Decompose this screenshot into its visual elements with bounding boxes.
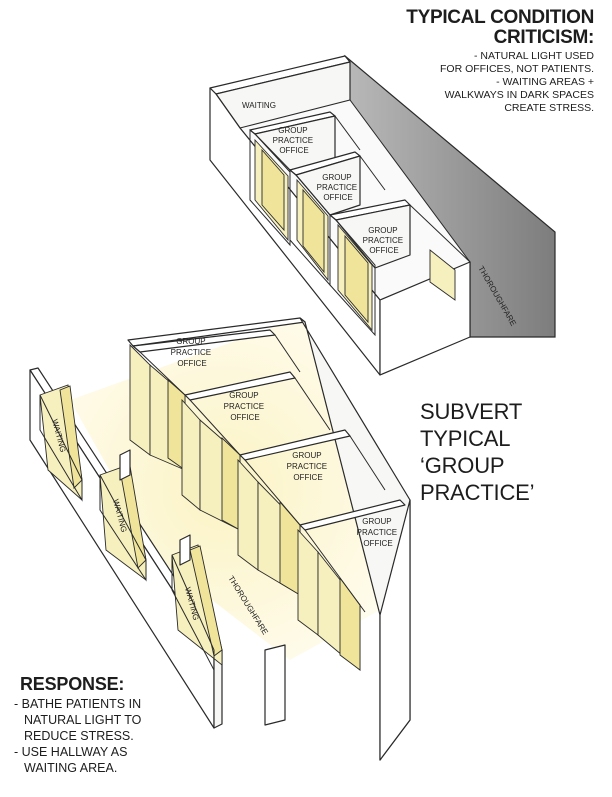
typical-waiting-label: WAITING [242, 101, 276, 110]
criticism-line: - WAITING AREAS + [496, 76, 594, 88]
response-office-2 [181, 371, 331, 531]
typical-office-3 [329, 199, 471, 337]
response-line: REDUCE STRESS. [24, 729, 134, 743]
typical-condition-heading: TYPICAL CONDITION CRITICISM: [406, 7, 594, 48]
criticism-line: - NATURAL LIGHT USED [474, 50, 594, 62]
end-pillar [264, 644, 286, 726]
response-heading: RESPONSE: [20, 674, 125, 694]
response-line: - USE HALLWAY AS [14, 745, 128, 759]
criticism-notes: - NATURAL LIGHT USED FOR OFFICES, NOT PA… [440, 50, 594, 115]
typical-office-1-label: GROUP PRACTICE OFFICE [273, 126, 316, 155]
typical-office-3-label: GROUP PRACTICE OFFICE [363, 226, 406, 255]
response-notes: - BATHE PATIENTS IN NATURAL LIGHT TO RED… [14, 696, 141, 776]
response-line: - BATHE PATIENTS IN [14, 697, 142, 711]
typical-office-2-label: GROUP PRACTICE OFFICE [317, 173, 360, 202]
subvert-heading: SUBVERT TYPICAL ‘GROUP PRACTICE’ [420, 399, 535, 505]
response-diagram: WAITING WAITING WAITING THOROUGHFARE GRO… [29, 317, 411, 761]
response-front-end [379, 499, 411, 761]
waiting-alcove-2 [99, 464, 147, 582]
response-office-2-label: GROUP PRACTICE OFFICE [224, 391, 267, 422]
response-line: WAITING AREA. [24, 761, 118, 775]
response-office-3-label: GROUP PRACTICE OFFICE [287, 451, 330, 482]
criticism-line: CREATE STRESS. [504, 102, 594, 114]
typical-condition-diagram: WAITING THOROUGHFARE GROUP PRACTICE OFFI… [209, 54, 556, 376]
response-office-4 [297, 499, 406, 671]
response-office-4-label: GROUP PRACTICE OFFICE [357, 517, 400, 548]
typical-office-2 [289, 151, 386, 287]
response-office-3 [237, 429, 386, 596]
waiting-alcove-1 [39, 384, 83, 502]
response-line: NATURAL LIGHT TO [24, 713, 142, 727]
criticism-line: WALKWAYS IN DARK SPACES [444, 89, 594, 101]
typical-office-1 [249, 111, 361, 247]
criticism-line: FOR OFFICES, NOT PATIENTS. [439, 63, 594, 75]
waiting-alcove-3 [171, 544, 223, 671]
response-office-1-label: GROUP PRACTICE OFFICE [171, 337, 214, 368]
